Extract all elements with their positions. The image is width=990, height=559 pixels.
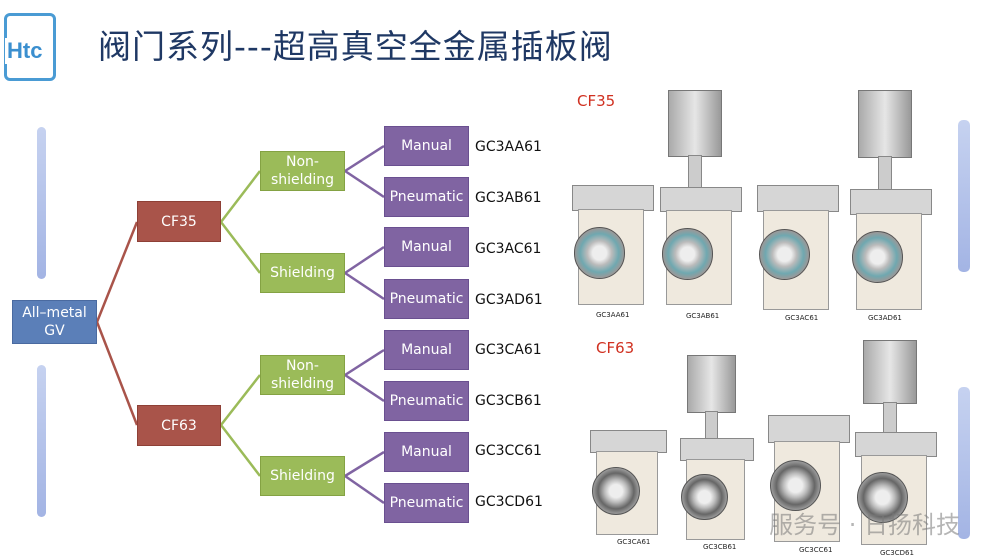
- valve-illustration: [855, 340, 937, 545]
- page-title: 阀门系列---超高真空全金属插板阀: [98, 27, 613, 66]
- valve-caption: GC3AD61: [868, 314, 902, 322]
- model-code: GC3AD61: [475, 292, 543, 308]
- valve-caption: GC3CD61: [880, 549, 914, 557]
- node-pneumatic: Pneumatic: [384, 177, 469, 217]
- node-cf63: CF63: [137, 405, 221, 446]
- htc-logo: Htc: [4, 13, 56, 81]
- node-non-shielding: Non-shielding: [260, 151, 345, 191]
- valve-caption: GC3AA61: [596, 311, 630, 319]
- valve-illustration: [660, 90, 742, 305]
- node-cf35: CF35: [137, 201, 221, 242]
- model-code: GC3CD61: [475, 494, 543, 510]
- decor-bar: [958, 120, 970, 272]
- valve-caption: GC3CA61: [617, 538, 651, 546]
- model-code: GC3AA61: [475, 139, 542, 155]
- node-manual: Manual: [384, 227, 469, 267]
- node-pneumatic: Pneumatic: [384, 381, 469, 421]
- watermark: 服务号 · 日扬科技: [769, 511, 960, 539]
- decor-bar: [37, 365, 46, 517]
- valve-illustration: [757, 185, 839, 310]
- valve-caption: GC3CB61: [703, 543, 737, 551]
- node-shielding: Shielding: [260, 253, 345, 293]
- node-shielding: Shielding: [260, 456, 345, 496]
- root-node: All–metal GV: [12, 300, 97, 344]
- model-code: GC3CA61: [475, 342, 542, 358]
- decor-bar: [37, 127, 46, 279]
- gallery-label-cf63: CF63: [596, 339, 635, 357]
- node-manual: Manual: [384, 432, 469, 472]
- model-code: GC3AB61: [475, 190, 542, 206]
- valve-caption: GC3AB61: [686, 312, 720, 320]
- valve-caption: GC3CC61: [799, 546, 833, 554]
- node-non-shielding: Non-shielding: [260, 355, 345, 395]
- valve-illustration: [768, 415, 850, 543]
- decor-bar: [958, 387, 970, 539]
- node-manual: Manual: [384, 330, 469, 370]
- model-code: GC3AC61: [475, 241, 542, 257]
- node-manual: Manual: [384, 126, 469, 166]
- gallery-label-cf35: CF35: [577, 92, 616, 110]
- valve-illustration: [572, 185, 654, 305]
- valve-illustration: [680, 355, 754, 540]
- node-pneumatic: Pneumatic: [384, 279, 469, 319]
- valve-caption: GC3AC61: [785, 314, 819, 322]
- model-code: GC3CB61: [475, 393, 542, 409]
- node-pneumatic: Pneumatic: [384, 483, 469, 523]
- valve-illustration: [850, 90, 932, 310]
- valve-illustration: [590, 430, 667, 535]
- model-code: GC3CC61: [475, 443, 542, 459]
